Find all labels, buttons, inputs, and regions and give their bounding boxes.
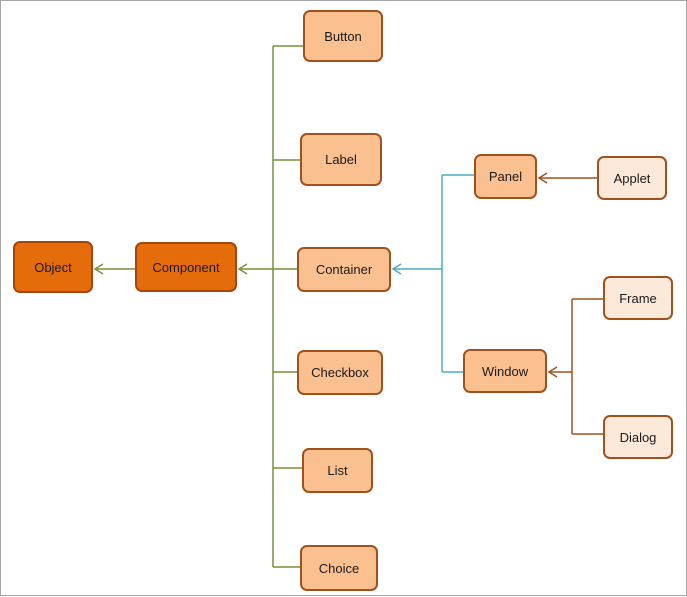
dialog-node: Dialog (603, 415, 673, 459)
applet-label: Applet (613, 170, 651, 186)
container-arrowhead (391, 263, 402, 275)
container-node: Container (297, 247, 391, 292)
button-node: Button (303, 10, 383, 62)
object-arrowhead (93, 263, 104, 275)
object-label: Object (34, 259, 72, 275)
window-label: Window (481, 363, 529, 379)
checkbox-label: Checkbox (311, 365, 369, 380)
panel-arrowhead (537, 172, 548, 184)
panel-node: Panel (474, 154, 537, 199)
checkbox-node: Checkbox (297, 350, 383, 395)
button-label: Button (324, 28, 362, 44)
applet-node: Applet (597, 156, 667, 200)
choice-node: Choice (300, 545, 378, 591)
container-label: Container (315, 262, 373, 277)
component-arrowhead (237, 263, 248, 275)
dialog-label: Dialog (619, 429, 657, 445)
component-connectors (93, 45, 303, 568)
container-connectors (391, 174, 474, 373)
component-label: Component (152, 259, 220, 275)
frame-label: Frame (619, 290, 657, 306)
window-arrowhead (547, 366, 558, 378)
label-label: Label (325, 152, 357, 167)
window-node: Window (463, 349, 547, 393)
list-node: List (302, 448, 373, 493)
frame-node: Frame (603, 276, 673, 320)
panel-label: Panel (488, 169, 523, 184)
object-node: Object (13, 241, 93, 293)
window-connectors (537, 172, 603, 435)
label-node: Label (300, 133, 382, 186)
choice-label: Choice (318, 560, 360, 576)
list-label: List (327, 463, 348, 478)
component-node: Component (135, 242, 237, 292)
